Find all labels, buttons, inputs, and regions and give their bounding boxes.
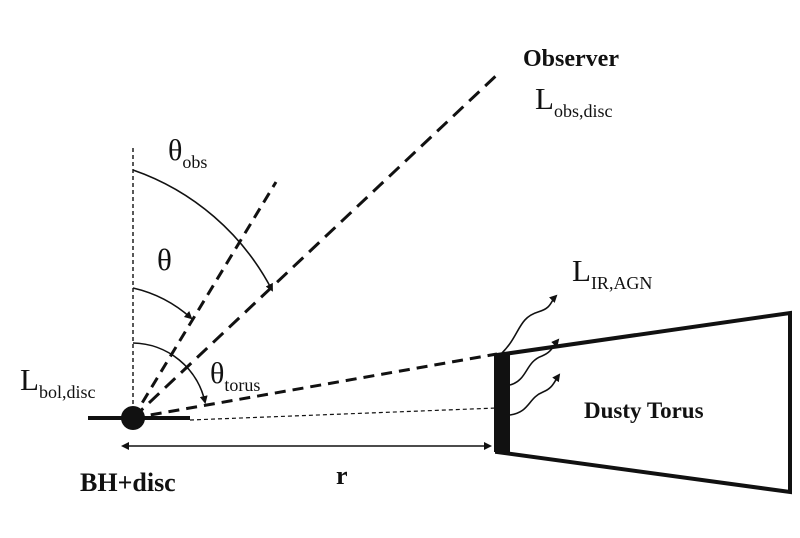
distance-r-label: r	[336, 461, 348, 490]
theta-label: θ	[157, 242, 172, 277]
theta-arc	[132, 287, 193, 320]
l-ir-agn-label: LIR,AGN	[572, 253, 652, 293]
bh-disc-label: BH+disc	[80, 468, 176, 497]
ir-emission-arrow-top	[501, 294, 558, 354]
torus-edge-line	[132, 352, 498, 420]
observer-label: Observer	[523, 46, 619, 72]
l-bol-disc-label: Lbol,disc	[20, 362, 95, 402]
torus-inner-face	[494, 355, 510, 452]
observer-line	[131, 70, 502, 420]
theta-obs-label: θobs	[168, 134, 207, 172]
midplane-line	[189, 407, 498, 421]
theta-torus-arc	[132, 342, 208, 404]
ir-emission-arrow-low	[509, 373, 561, 416]
theta-obs-arc	[132, 169, 273, 292]
theta-line	[131, 181, 278, 419]
l-obs-disc-label: Lobs,disc	[535, 81, 612, 121]
dusty-torus-label: Dusty Torus	[584, 398, 704, 423]
black-hole	[121, 406, 145, 430]
ir-emission-arrow-mid	[509, 338, 560, 386]
theta-torus-label: θtorus	[210, 357, 260, 395]
